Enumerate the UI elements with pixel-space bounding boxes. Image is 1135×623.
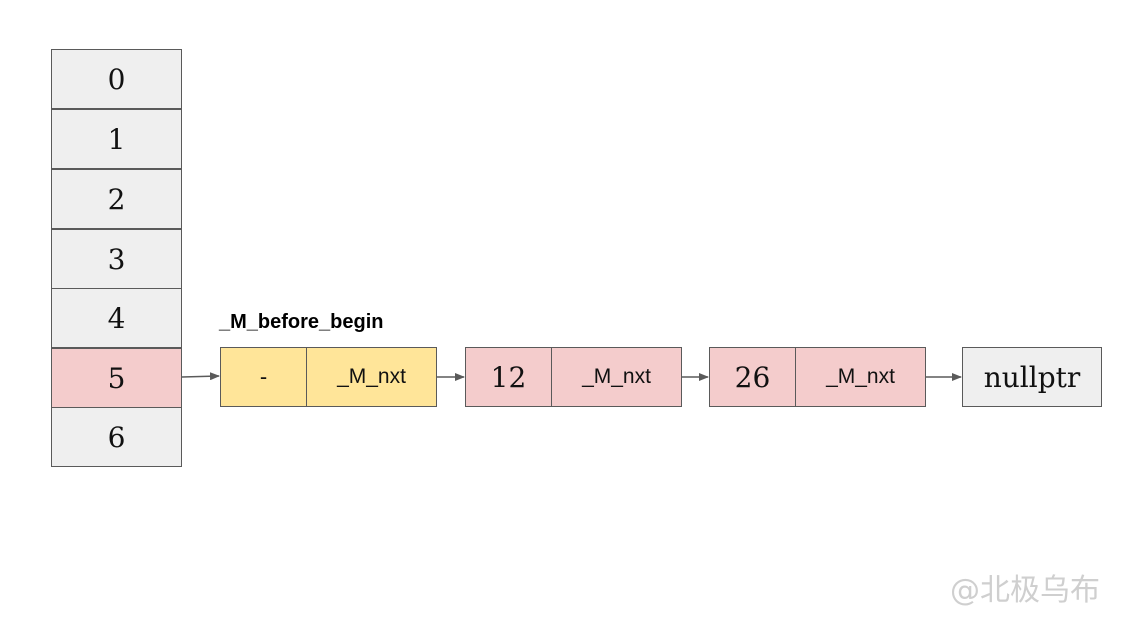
before-begin-value: - bbox=[220, 347, 307, 407]
bucket-cell-5: 5 bbox=[51, 348, 182, 408]
bucket-cell-1: 1 bbox=[51, 109, 182, 169]
bucket-cell-3: 3 bbox=[51, 229, 182, 289]
arrow-bucket-to-before-begin bbox=[181, 372, 220, 381]
bucket-cell-4: 4 bbox=[51, 288, 182, 348]
node-1-value: 12 bbox=[465, 347, 552, 407]
node-1-next: _M_nxt bbox=[551, 347, 682, 407]
before-begin-next: _M_nxt bbox=[306, 347, 437, 407]
node-2-next: _M_nxt bbox=[795, 347, 926, 407]
nullptr-terminal: nullptr bbox=[962, 347, 1102, 407]
node-2-value: 26 bbox=[709, 347, 796, 407]
bucket-cell-6: 6 bbox=[51, 407, 182, 467]
before-begin-label: _M_before_begin bbox=[219, 311, 384, 333]
watermark: @北极乌布 bbox=[950, 573, 1100, 608]
bucket-cell-0: 0 bbox=[51, 49, 182, 109]
bucket-cell-2: 2 bbox=[51, 169, 182, 229]
